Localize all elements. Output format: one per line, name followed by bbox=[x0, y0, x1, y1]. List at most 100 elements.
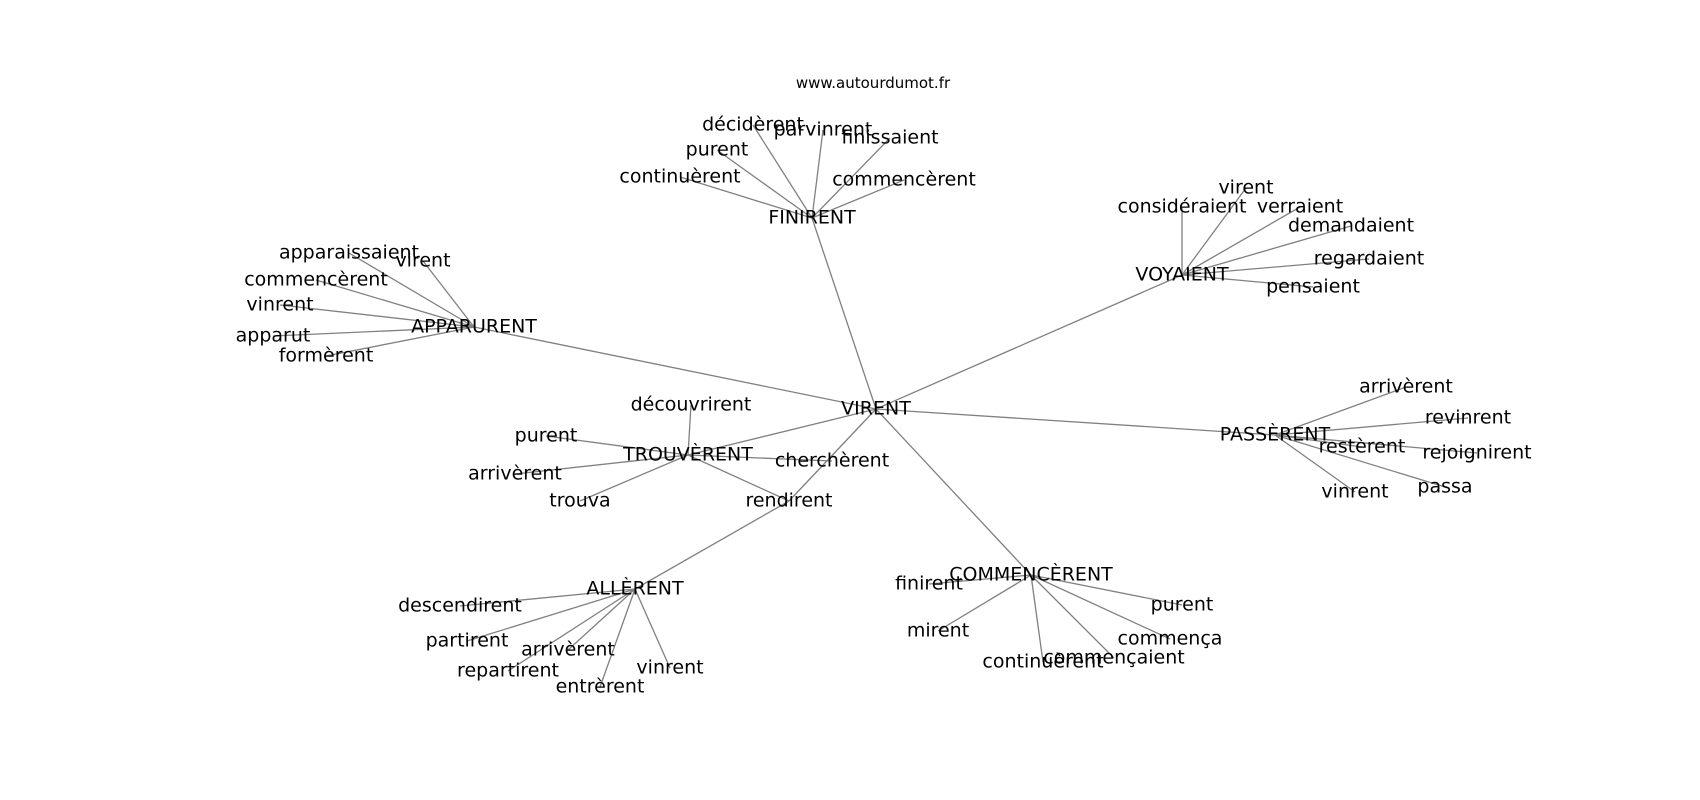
node-label-apparurent: APPARURENT bbox=[411, 316, 537, 338]
node-label-v-virent: virent bbox=[1218, 177, 1273, 199]
edge-allerent-al_descendirent bbox=[459, 588, 636, 607]
edge-commencerent-c_commencaient bbox=[1030, 574, 1115, 659]
edge-finirent-f_finissaient bbox=[811, 137, 891, 219]
site-watermark: www.autourdumot.fr bbox=[796, 74, 951, 92]
edge-virent_c-voyaient bbox=[875, 274, 1183, 410]
edge-finirent-f_decidere bbox=[752, 124, 813, 219]
node-label-trouverent: TROUVÈRENT bbox=[622, 443, 753, 466]
edge-allerent-al_arriverent bbox=[567, 588, 636, 651]
edge-trouverent-t_decouvrirent bbox=[687, 404, 692, 456]
node-label-a-virent: virent bbox=[395, 250, 450, 272]
edge-commencerent-c_purent bbox=[1030, 574, 1183, 606]
edge-allerent-al_partirent bbox=[466, 588, 636, 642]
edge-commencerent-c_commenca bbox=[1030, 574, 1171, 640]
edge-virent_c-trouverent bbox=[687, 408, 877, 456]
node-label-v-demandaient: demandaient bbox=[1288, 215, 1414, 237]
node-label-f-finissaient: finissaient bbox=[841, 127, 938, 149]
node-label-v-pensaient: pensaient bbox=[1266, 276, 1360, 298]
node-label-c-mirent: mirent bbox=[907, 620, 969, 642]
node-label-v-regardaient: regardaient bbox=[1314, 248, 1424, 270]
node-label-al-repartirent: repartirent bbox=[457, 660, 559, 682]
node-label-t-arriverent: arrivèrent bbox=[468, 463, 562, 485]
edge-passerent-p_revinrent bbox=[1274, 417, 1469, 436]
node-label-t-decouvrirent: découvrirent bbox=[631, 394, 752, 416]
node-label-p-passa: passa bbox=[1417, 476, 1472, 498]
node-label-al-descendirent: descendirent bbox=[398, 595, 522, 617]
node-label-p-vinrent: vinrent bbox=[1321, 481, 1388, 503]
node-label-finirent: FINIRENT bbox=[768, 207, 856, 229]
node-label-al-vinrent: vinrent bbox=[636, 657, 703, 679]
edge-apparurent-a_formerent bbox=[325, 326, 475, 357]
node-label-c-finirent: finirent bbox=[895, 573, 963, 595]
edge-trouverent-t_purent bbox=[545, 435, 689, 456]
node-label-al-arriverent: arrivèrent bbox=[521, 639, 615, 661]
node-label-v-verraient: verraient bbox=[1257, 196, 1343, 218]
edge-apparurent-a_virent bbox=[422, 260, 475, 328]
graph-labels: VIRENT FINIRENT VOYAIENT APPARURENT PASSÈREN… bbox=[236, 114, 1532, 698]
node-label-a-vinrent: vinrent bbox=[246, 294, 313, 316]
edge-voyaient-v_demandaient bbox=[1181, 225, 1352, 276]
node-label-chercherent: cherchèrent bbox=[775, 450, 889, 472]
node-label-p-resterent: restèrent bbox=[1319, 436, 1406, 458]
node-label-c-purent: purent bbox=[1151, 594, 1214, 616]
edge-finirent-f_continuerent bbox=[679, 176, 813, 219]
edge-allerent-al_vinrent bbox=[634, 588, 671, 669]
node-label-commencerent: COMMENCÈRENT bbox=[949, 563, 1113, 586]
node-label-c-commenca: commença bbox=[1118, 628, 1223, 650]
edge-apparurent-a_commencerent bbox=[315, 279, 475, 328]
node-label-p-rejoignirent: rejoignirent bbox=[1422, 442, 1531, 464]
node-label-virent-c: VIRENT bbox=[841, 398, 911, 420]
edge-voyaient-v_regardaient bbox=[1181, 258, 1370, 276]
edge-passerent-p_resterent bbox=[1274, 434, 1363, 448]
node-label-a-apparaissaient: apparaissaient bbox=[279, 242, 419, 264]
node-label-p-arriverent: arrivèrent bbox=[1359, 376, 1453, 398]
edge-voyaient-v_virent bbox=[1181, 187, 1247, 276]
edge-commencerent-c_mirent bbox=[937, 574, 1032, 632]
edge-virent_c-apparurent bbox=[473, 326, 877, 410]
edge-trouverent-t_trouva bbox=[579, 454, 689, 502]
edge-passerent-p_vinrent bbox=[1274, 434, 1356, 493]
node-label-f-parvinrent: parvinrent bbox=[774, 119, 873, 141]
edge-finirent-f_parvinrent bbox=[811, 129, 824, 219]
node-label-rendirent: rendirent bbox=[745, 490, 832, 512]
edge-allerent-al_repartirent bbox=[507, 588, 636, 672]
edge-virent_c-finirent bbox=[811, 217, 877, 410]
node-label-al-entrerent: entrèrent bbox=[556, 676, 645, 698]
edge-passerent-p_passa bbox=[1274, 434, 1446, 488]
edge-apparurent-a_apparut bbox=[272, 326, 475, 337]
edge-passerent-p_arriverent bbox=[1274, 386, 1407, 436]
node-label-f-continuerent: continuèrent bbox=[619, 166, 740, 188]
node-label-a-apparut: apparut bbox=[236, 325, 311, 347]
node-label-f-purent: purent bbox=[686, 139, 749, 161]
node-label-f-decidere: décidèrent bbox=[702, 114, 804, 136]
edge-commencerent-c_finirent bbox=[928, 574, 1032, 585]
node-label-a-formerent: formèrent bbox=[279, 345, 374, 367]
edge-apparurent-a_apparaissaient bbox=[348, 252, 475, 328]
node-label-al-partirent: partirent bbox=[426, 630, 509, 652]
node-label-voyaient: VOYAIENT bbox=[1135, 264, 1229, 286]
edge-rendirent-allerent bbox=[634, 500, 790, 590]
node-label-p-revinrent: revinrent bbox=[1425, 407, 1511, 429]
edge-apparurent-a_vinrent bbox=[279, 304, 475, 328]
graph-edges bbox=[272, 124, 1478, 688]
edge-commencerent-c_continuerent bbox=[1030, 574, 1044, 663]
edge-finirent-f_purent bbox=[716, 149, 813, 219]
node-label-t-trouva: trouva bbox=[549, 490, 610, 512]
edge-passerent-p_rejoignirent bbox=[1274, 434, 1478, 454]
edge-trouverent-rendirent bbox=[687, 454, 790, 502]
edge-virent_c-passerent bbox=[875, 408, 1276, 436]
edge-trouverent-chercherent bbox=[687, 454, 833, 462]
node-label-a-commencerent: commencèrent bbox=[244, 269, 388, 291]
node-label-f-commencerent: commencèrent bbox=[832, 169, 976, 191]
edge-trouverent-t_arriverent bbox=[514, 454, 689, 475]
edge-allerent-al_entrerent bbox=[599, 588, 636, 688]
edge-finirent-f_commencerent bbox=[811, 179, 905, 219]
edge-virent_c-commencerent bbox=[875, 408, 1032, 576]
node-label-passerent: PASSÈRENT bbox=[1220, 423, 1331, 446]
node-label-c-continuerent: continuèrent bbox=[982, 651, 1103, 673]
node-label-v-consideraient: considéraient bbox=[1118, 196, 1247, 218]
node-label-allerent: ALLÈRENT bbox=[586, 577, 684, 600]
edge-voyaient-v_pensaient bbox=[1181, 274, 1314, 288]
edge-voyaient-v_verraient bbox=[1181, 206, 1301, 276]
